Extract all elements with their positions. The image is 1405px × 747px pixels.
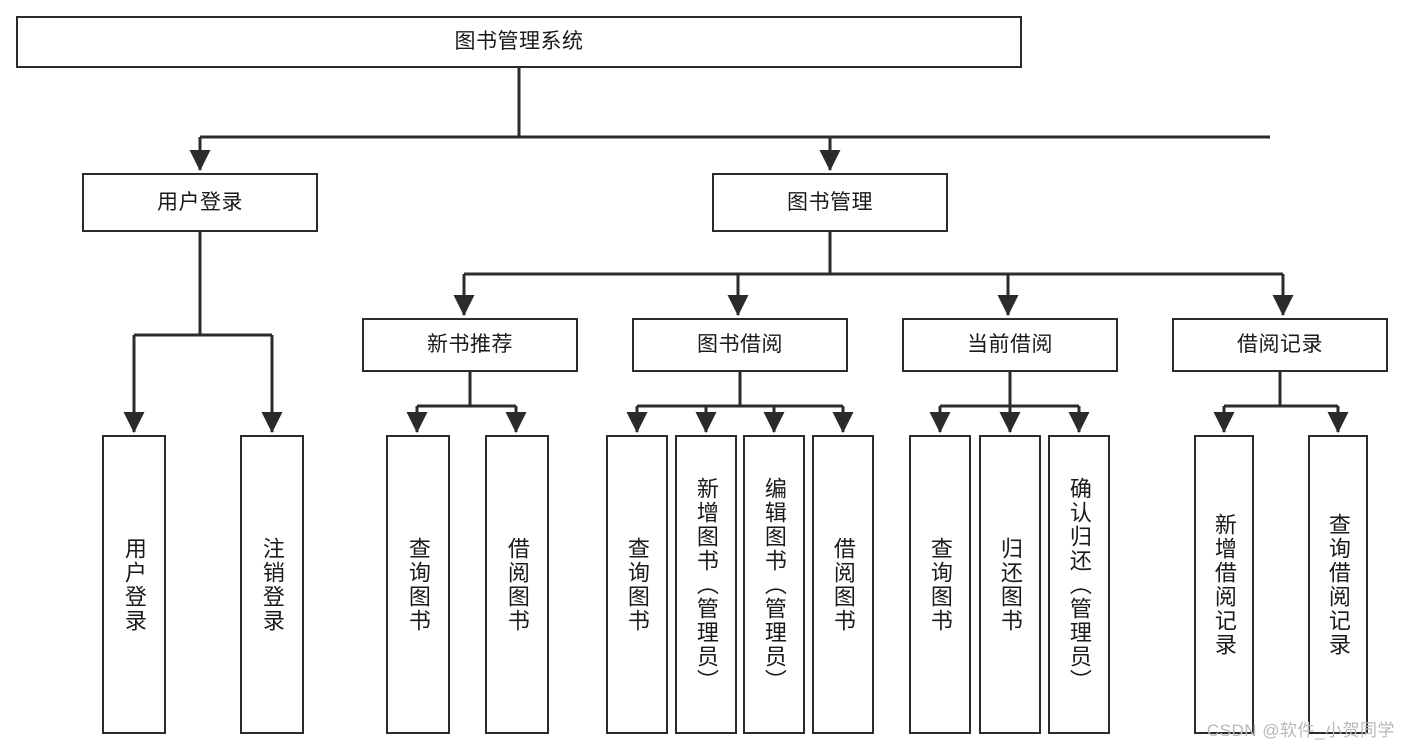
node-root-system[interactable]: 图书管理系统 [16,16,1022,68]
leaf-borrow-record-0[interactable]: 新增借阅记录 [1194,435,1254,734]
leaf-user-login-0[interactable]: 用户登录 [102,435,166,734]
leaf-user-login-1-label: 注销登录 [259,536,285,633]
leaf-user-login-1[interactable]: 注销登录 [240,435,304,734]
leaf-new-book-0-label: 查询图书 [405,536,431,633]
leaf-book-borrow-0-label: 查询图书 [624,536,650,633]
node-new-book-recommend[interactable]: 新书推荐 [362,318,578,372]
leaf-current-borrow-1[interactable]: 归还图书 [979,435,1041,734]
node-book-borrow[interactable]: 图书借阅 [632,318,848,372]
node-root-system-label: 图书管理系统 [454,30,584,54]
leaf-current-borrow-2-label: 确认归还（管理员） [1066,476,1092,693]
node-book-borrow-label: 图书借阅 [697,333,783,357]
leaf-borrow-record-0-label: 新增借阅记录 [1211,512,1237,657]
node-new-book-recommend-label: 新书推荐 [427,333,513,357]
leaf-current-borrow-2[interactable]: 确认归还（管理员） [1048,435,1110,734]
leaf-book-borrow-2-label: 编辑图书（管理员） [761,476,787,693]
leaf-book-borrow-3-label: 借阅图书 [830,536,856,633]
leaf-book-borrow-1[interactable]: 新增图书（管理员） [675,435,737,734]
leaf-current-borrow-0-label: 查询图书 [927,536,953,633]
leaf-user-login-0-label: 用户登录 [121,536,147,633]
leaf-borrow-record-1-label: 查询借阅记录 [1325,512,1351,657]
node-book-manage[interactable]: 图书管理 [712,173,948,232]
leaf-new-book-1[interactable]: 借阅图书 [485,435,549,734]
leaf-new-book-1-label: 借阅图书 [504,536,530,633]
leaf-borrow-record-1[interactable]: 查询借阅记录 [1308,435,1368,734]
node-user-login[interactable]: 用户登录 [82,173,318,232]
node-user-login-label: 用户登录 [157,190,243,214]
node-current-borrow-label: 当前借阅 [967,333,1053,357]
leaf-new-book-0[interactable]: 查询图书 [386,435,450,734]
node-borrow-record[interactable]: 借阅记录 [1172,318,1388,372]
node-borrow-record-label: 借阅记录 [1237,333,1323,357]
node-book-manage-label: 图书管理 [787,190,873,214]
leaf-current-borrow-1-label: 归还图书 [997,536,1023,633]
leaf-book-borrow-2[interactable]: 编辑图书（管理员） [743,435,805,734]
node-current-borrow[interactable]: 当前借阅 [902,318,1118,372]
leaf-book-borrow-3[interactable]: 借阅图书 [812,435,874,734]
leaf-book-borrow-1-label: 新增图书（管理员） [693,476,719,693]
leaf-current-borrow-0[interactable]: 查询图书 [909,435,971,734]
leaf-book-borrow-0[interactable]: 查询图书 [606,435,668,734]
